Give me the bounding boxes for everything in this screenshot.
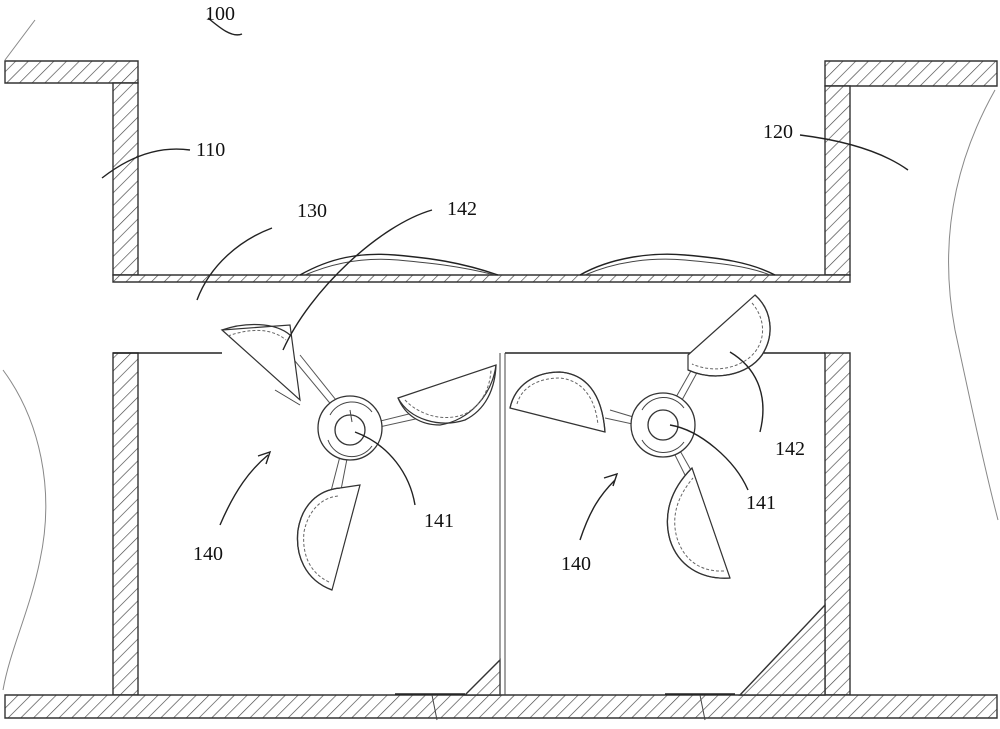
label-142-right: 142: [775, 438, 805, 460]
right-blade-lower: [666, 467, 731, 579]
label-100: 100: [205, 3, 235, 25]
wall-bottom-middle-chamfer: [463, 658, 501, 696]
left-blade-lower: [296, 487, 341, 591]
label-140-left: 140: [193, 543, 223, 565]
right-blade-upper: [687, 294, 771, 377]
flow-boundary-curves: [2, 19, 999, 691]
wall-bottom: [4, 694, 998, 719]
label-140-right: 140: [561, 553, 591, 575]
wall-right-lower-vertical: [824, 352, 851, 696]
wall-left-upper-vertical: [112, 82, 139, 276]
right-turbine: [509, 294, 771, 579]
wall-top-left: [4, 60, 139, 84]
label-130: 130: [297, 200, 327, 222]
wall-upper-floor: [112, 274, 851, 283]
left-blade-right: [397, 364, 497, 424]
label-120: 120: [763, 121, 793, 143]
wall-left-lower-vertical: [112, 352, 139, 696]
right-blade-left: [509, 371, 606, 433]
left-hub: [334, 414, 366, 446]
left-blade-upper: [221, 323, 291, 336]
label-141-left: 141: [424, 510, 454, 532]
reference-labels: 100 110 120 130 142 142 141 141 140 140: [193, 3, 805, 575]
leader-lines: [101, 17, 909, 541]
label-141-right: 141: [746, 492, 776, 514]
wall-top-right: [824, 60, 998, 87]
channel-walls: [4, 60, 998, 719]
wall-bottom-right-chamfer: [738, 603, 826, 696]
wall-right-upper-vertical: [824, 85, 851, 276]
passage-outline: [113, 253, 825, 721]
right-hub: [647, 409, 679, 441]
label-110: 110: [196, 139, 225, 161]
left-turbine: [220, 323, 497, 591]
label-142-left: 142: [447, 198, 477, 220]
